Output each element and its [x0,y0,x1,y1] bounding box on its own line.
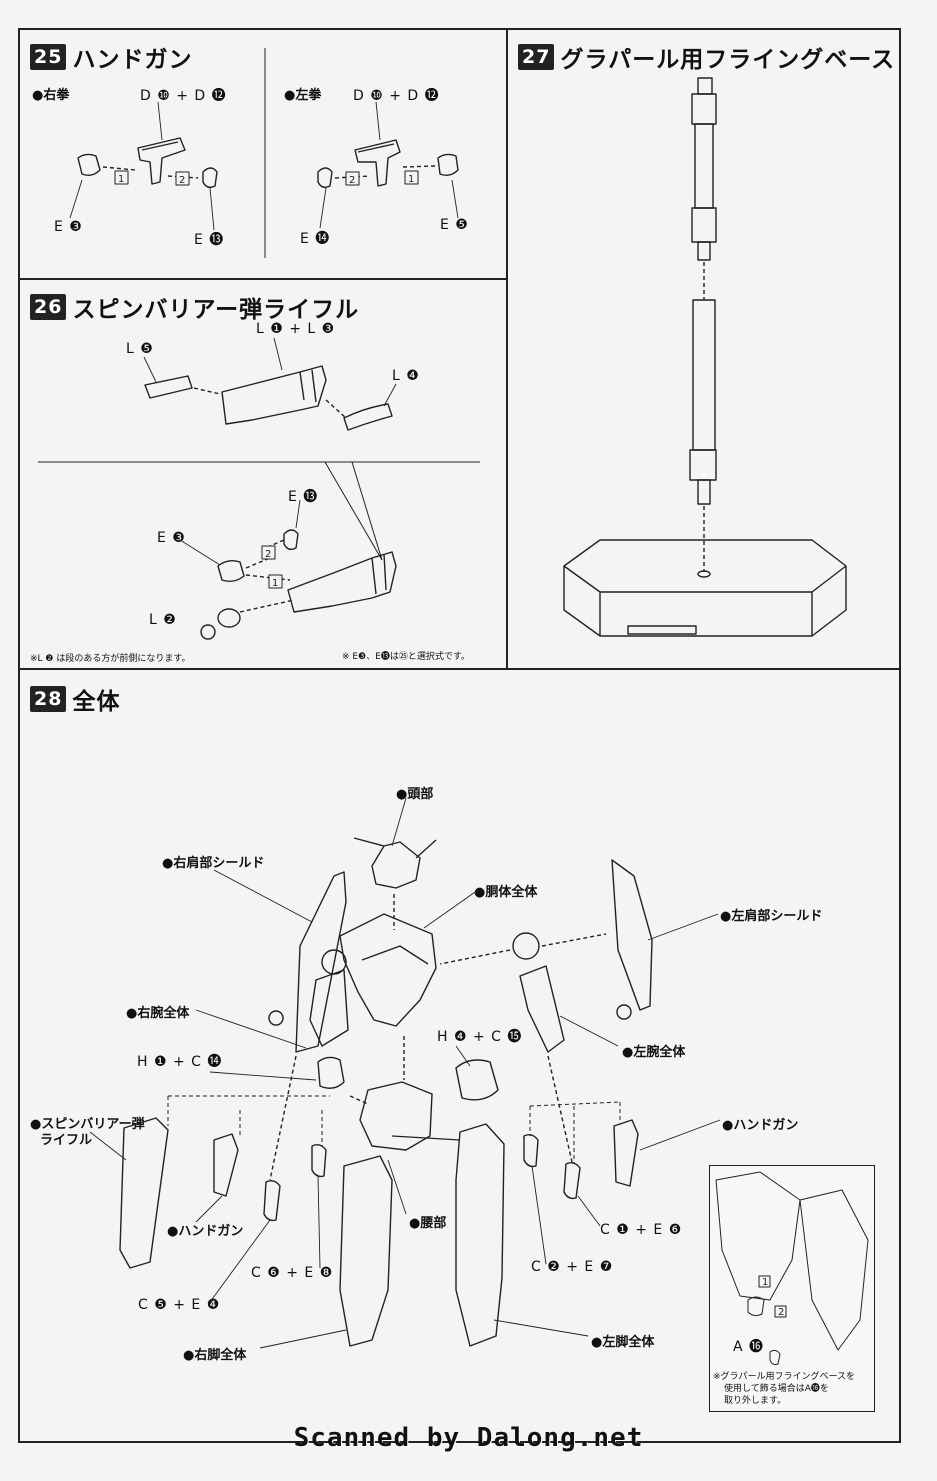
step-25-heading: 25 ハンドガン [30,40,192,74]
step-26-number: 26 [30,294,67,320]
part-code-e5: E ❺ [440,217,469,233]
step-badge-1-right: 1 [118,174,124,185]
step-28-title: 全体 [72,689,121,715]
handgun-illustration-right [69,101,218,231]
inset-note-line3: 取り外します。 [724,1396,787,1406]
inset-note-line1: ※グラパール用フライングベースを [713,1372,856,1382]
step-28-number: 28 [30,686,67,712]
step-26-heading: 26 スピンバリアー弾ライフル [30,290,359,324]
note-l2-front: ※L ❷ は段のある方が前側になります。 [30,654,191,664]
step-25-title: ハンドガン [72,47,193,73]
step-28-heading: 28 全体 [30,682,120,716]
step-27-number: 27 [518,44,555,70]
flying-base-illustration [563,77,847,637]
step-badge-2-left: 2 [349,175,355,186]
handgun-right-part-code: D ❿ + D ⓬ [140,88,227,104]
part-code-h4-c15: H ❹ + C ⓯ [437,1029,523,1045]
part-code-c6-e8: C ❻ + E ❽ [251,1265,334,1281]
part-code-e3: E ❸ [54,219,83,235]
right-leg-label: ●右脚全体 [183,1348,247,1363]
rifle-label-line2: ライフル [40,1133,93,1148]
right-shoulder-shield-label: ●右肩部シールド [162,856,265,871]
step-26-title: スピンバリアー弾ライフル [72,297,360,323]
part-code-l4: L ❹ [392,368,420,384]
part-code-e13-rifle: E ⓭ [288,489,319,505]
handgun-illustration-left [317,101,459,229]
part-code-e3-rifle: E ❸ [157,530,186,546]
panel-step-28 [18,668,901,1443]
step-27-heading: 27 グラパール用フライングベース [518,40,895,74]
right-fist-label: ●右拳 [32,88,70,103]
step-badge-1-rifle: 1 [272,578,278,589]
left-shoulder-shield-label: ●左肩部シールド [720,909,823,924]
part-code-a16: A ⓰ [733,1339,765,1355]
part-code-l2: L ❷ [149,612,177,628]
step-badge-1-left: 1 [408,174,414,185]
head-label: ●頭部 [396,787,434,802]
part-code-e13: E ⓭ [194,232,225,248]
body-label: ●胴体全体 [474,885,538,900]
step-badge-1-inset: 1 [762,1277,768,1288]
part-code-e14: E ⓮ [300,231,331,247]
waist-label: ●腰部 [409,1216,447,1231]
step-badge-2-inset: 2 [778,1307,784,1318]
handgun-left-label: ●ハンドガン [167,1224,244,1239]
part-code-l5: L ❺ [126,341,154,357]
handgun-right-label: ●ハンドガン [722,1118,799,1133]
part-code-l1-l3: L ❶ + L ❸ [256,321,336,337]
left-arm-label: ●左腕全体 [622,1045,686,1060]
part-code-h1-c14: H ❶ + C ⓮ [137,1054,223,1070]
note-selectable: ※ E❸、E⓭は㉕と選択式です。 [342,652,470,662]
step-badge-2-rifle: 2 [265,549,271,560]
part-code-c2-e7: C ❷ + E ❼ [531,1259,614,1275]
rifle-assembled-illustration [179,499,397,640]
part-code-c1-e6: C ❶ + E ❻ [600,1222,683,1238]
handgun-left-part-code: D ❿ + D ⓬ [353,88,440,104]
part-code-c5-e4: C ❺ + E ❹ [138,1297,221,1313]
scan-credit: Scanned by Dalong.net [293,1423,644,1453]
inset-note-line2: 使用して飾る場合はA⓰を [724,1384,829,1394]
robot-assembly-illustration [89,797,721,1349]
step-badge-2-right: 2 [179,175,185,186]
left-fist-label: ●左拳 [284,88,322,103]
right-arm-label: ●右腕全体 [126,1006,190,1021]
step-25-number: 25 [30,44,67,70]
rifle-exploded-illustration [143,337,397,431]
inset-illustration [715,1171,869,1365]
step-27-title: グラパール用フライングベース [560,47,896,73]
rifle-label-line1: ●スピンバリアー弾 [30,1117,145,1132]
left-leg-label: ●左脚全体 [591,1335,655,1350]
